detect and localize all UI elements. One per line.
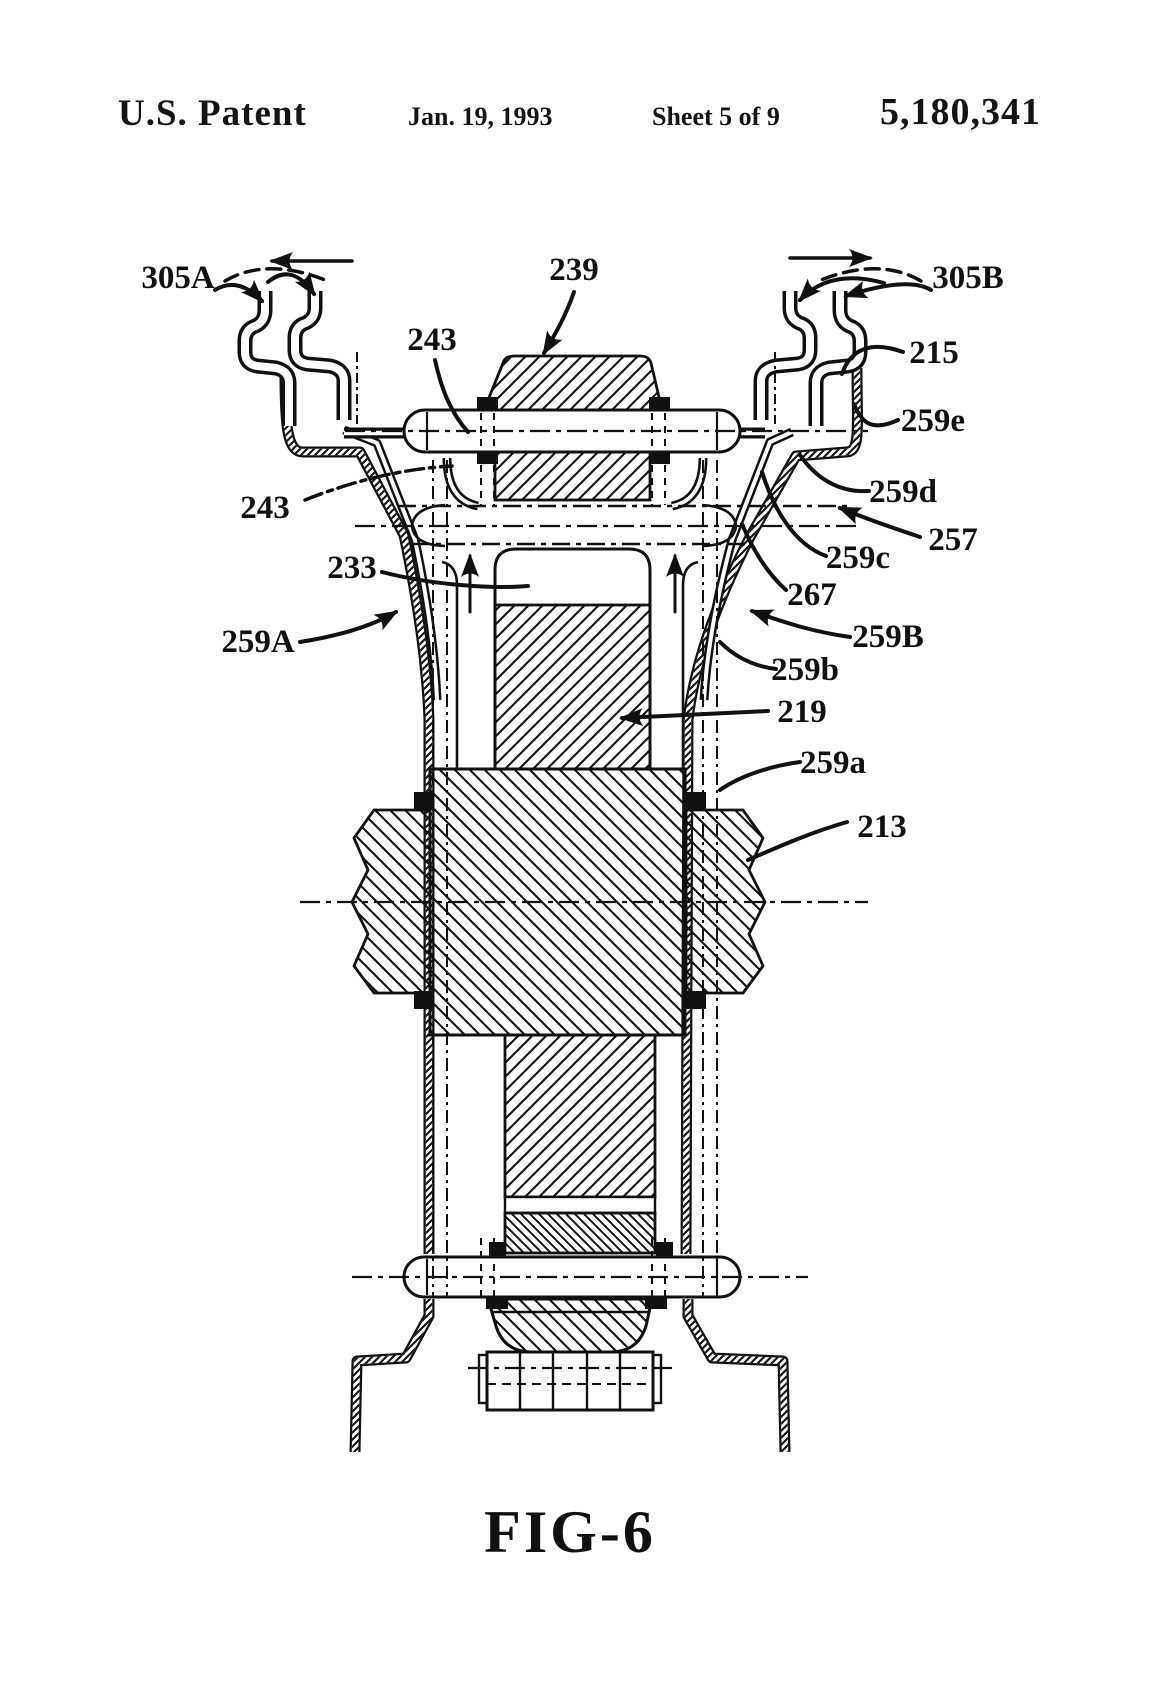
leader-239	[542, 290, 576, 356]
leader-259B	[749, 609, 852, 639]
lower-hub-band	[503, 1211, 657, 1255]
flange-strap-left-outer	[237, 291, 297, 426]
ref-label-267: 267	[787, 577, 837, 613]
ref-label-305B: 305B	[932, 260, 1004, 296]
lower-hub-gap	[503, 1195, 657, 1215]
leader-267	[740, 522, 788, 592]
seals	[414, 397, 706, 1309]
ref-label-259a: 259a	[800, 745, 866, 781]
block-239-upper	[481, 354, 664, 412]
block-239-lower	[493, 450, 652, 502]
hidden-lines	[356, 352, 776, 1385]
leader-259b	[718, 640, 778, 671]
patent-header-title: U.S. Patent	[118, 93, 307, 134]
machine-parts	[350, 354, 767, 1412]
leader-259A	[298, 610, 399, 644]
ref-label-305A: 305A	[141, 260, 215, 296]
leader-305A-arrow2	[266, 271, 316, 297]
centerlines	[300, 429, 868, 1370]
leader-219	[619, 708, 770, 727]
leader-305B-arrow2	[797, 276, 886, 303]
spline-block	[477, 1350, 663, 1412]
rotor-219	[493, 603, 652, 771]
bottom-boss	[485, 1297, 654, 1354]
ref-label-259B: 259B	[852, 619, 924, 655]
leader-243-upper	[433, 358, 470, 434]
leader-259a	[718, 760, 802, 792]
ref-label-219: 219	[777, 694, 827, 730]
leader-215	[840, 344, 905, 376]
leader-259c	[760, 470, 828, 558]
ref-label-259d: 259d	[869, 474, 937, 510]
leader-305B-dashed	[814, 267, 923, 284]
ref-label-243-upper: 243	[407, 322, 457, 358]
leader-213	[746, 820, 849, 862]
ref-label-243-lower: 243	[240, 490, 290, 526]
figure-caption: FIG-6	[484, 1499, 656, 1565]
leader-305A-arrow1	[213, 279, 265, 304]
patent-header-date: Jan. 19, 1993	[408, 102, 553, 131]
patent-header-number: 5,180,341	[880, 91, 1041, 133]
housing-shell	[279, 367, 863, 1453]
ref-label-259b: 259b	[771, 652, 839, 688]
flange-strap-left-inner	[287, 291, 352, 420]
flange-strap-right-inner	[753, 291, 818, 420]
ref-label-259A: 259A	[221, 624, 295, 660]
leader-257	[837, 506, 922, 539]
ref-label-233: 233	[327, 550, 377, 586]
leader-259d	[798, 453, 871, 494]
leader-259e	[852, 402, 900, 428]
ref-label-215: 215	[909, 335, 959, 371]
leader-233	[380, 570, 530, 589]
lower-hub-column	[503, 1033, 657, 1199]
leader-305B-arrow1	[843, 280, 933, 299]
reference-labels: 305A 239 305B 243 215 259e 259d 243 257 …	[141, 252, 1003, 845]
leader-lines	[213, 249, 933, 862]
ref-label-259e: 259e	[901, 403, 965, 439]
ref-label-213: 213	[857, 809, 907, 845]
ref-label-259c: 259c	[826, 540, 890, 576]
ref-label-257: 257	[928, 522, 978, 558]
leader-243-phantom	[303, 464, 454, 502]
ref-label-239: 239	[549, 252, 599, 288]
patent-header-sheet: Sheet 5 of 9	[652, 102, 780, 131]
